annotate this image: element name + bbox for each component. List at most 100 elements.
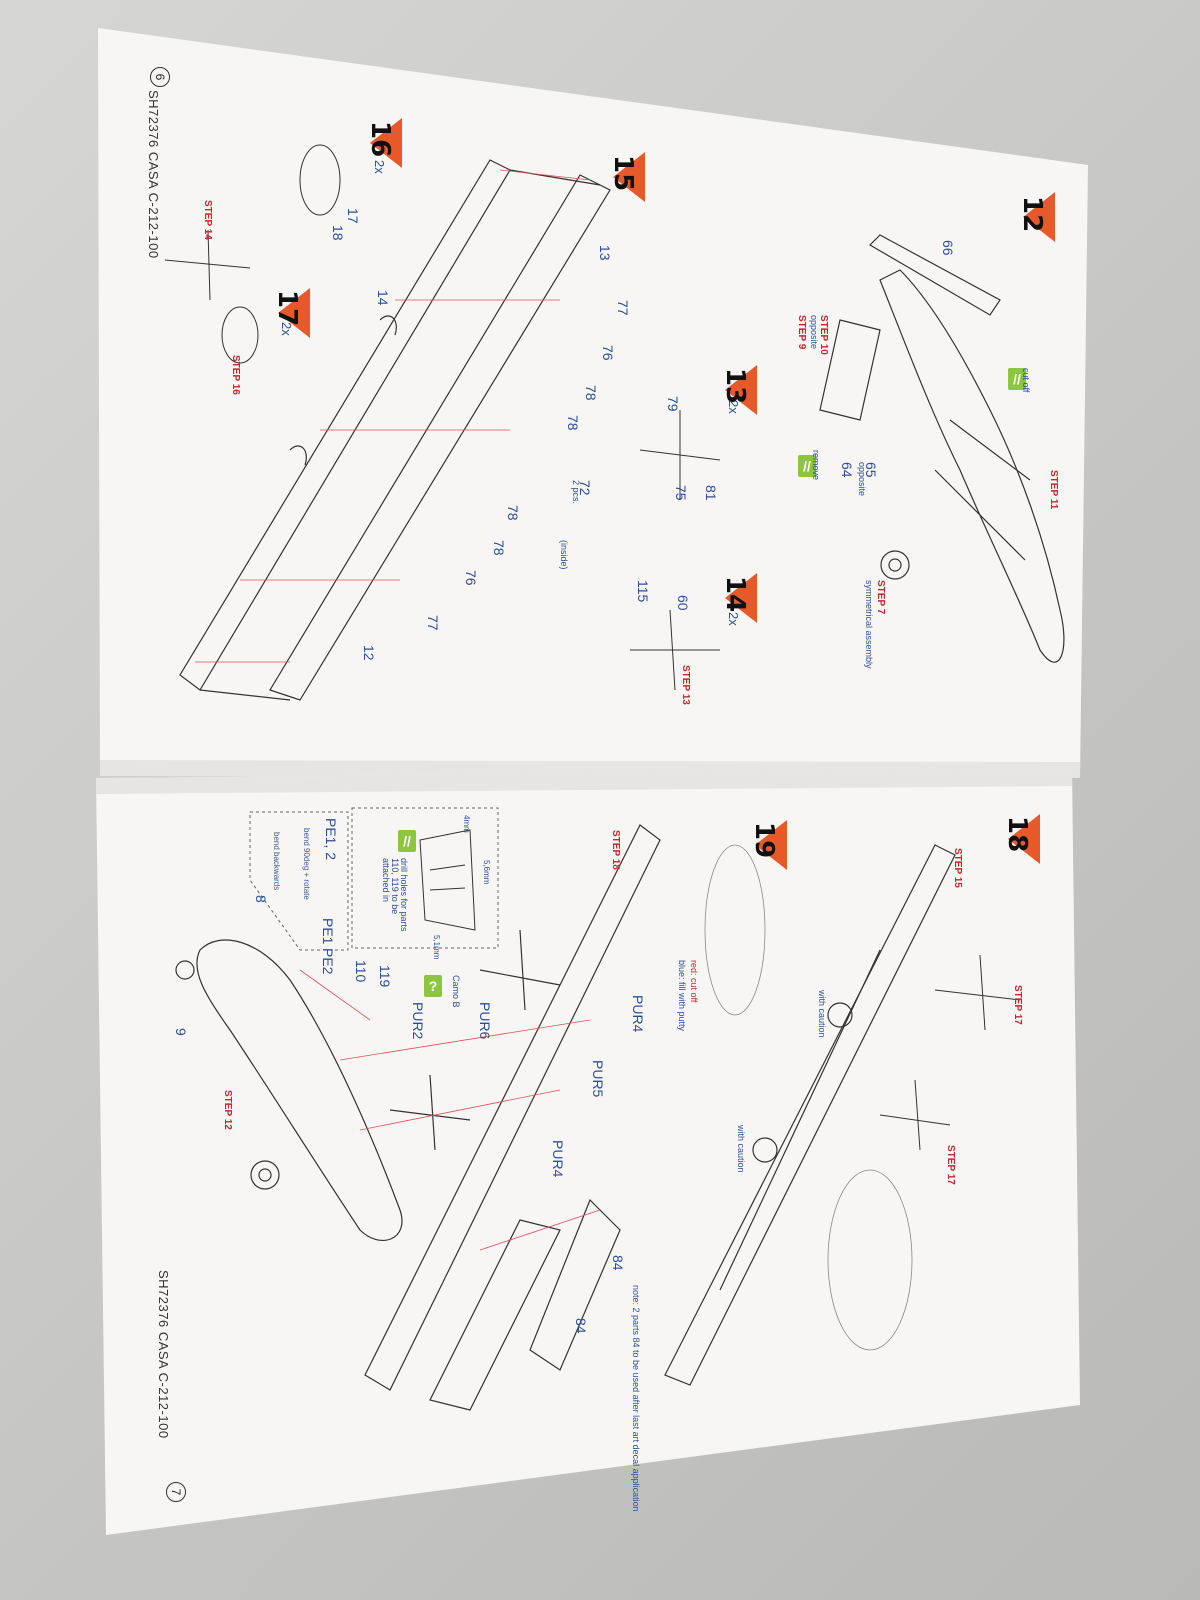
drill-dim-4mm: 4mm bbox=[462, 815, 471, 833]
part-110: 110 bbox=[353, 960, 369, 983]
step-16-flag bbox=[370, 118, 402, 168]
step14-multiplier: 2x bbox=[726, 612, 741, 626]
step-15-flag bbox=[613, 152, 645, 202]
step12-note-symmetrical: symmetrical assembly bbox=[864, 580, 874, 669]
part-12: 12 bbox=[361, 645, 377, 661]
part-60: 60 bbox=[675, 595, 691, 611]
drill-inset-text: drill holes for parts 110, 119 to be att… bbox=[381, 858, 409, 932]
step15-note-inside: (inside) bbox=[559, 540, 569, 570]
part-119: 119 bbox=[377, 965, 393, 988]
step12-note-opposite1: opposite bbox=[809, 315, 819, 350]
left-page-artwork bbox=[98, 28, 1088, 778]
step12-ref-step7: STEP 7 bbox=[875, 580, 886, 615]
step18-note-caution1: with caution bbox=[817, 990, 827, 1038]
step19-note-red: red: cut off bbox=[689, 960, 699, 1003]
part-78-b: 78 bbox=[565, 415, 581, 431]
left-page: 6 SH72376 CASA C-212-100 12 STEP 11 STEP… bbox=[0, 0, 1200, 780]
step19-ref-step12: STEP 12 bbox=[222, 1090, 233, 1130]
part-9: 9 bbox=[173, 1028, 189, 1036]
part-pur6: PUR6 bbox=[477, 1002, 493, 1040]
footer-left: SH72376 CASA C-212-100 bbox=[146, 90, 161, 259]
part-77-top: 77 bbox=[615, 300, 631, 316]
part-8: 8 bbox=[253, 895, 269, 903]
step18-ref-step17a: STEP 17 bbox=[1012, 985, 1023, 1025]
step12-ref-step9: STEP 9 bbox=[796, 315, 807, 350]
step-13-flag bbox=[725, 365, 757, 415]
step19-ref-step18: STEP 18 bbox=[610, 830, 621, 870]
part-78-c: 78 bbox=[505, 505, 521, 521]
propeller-drawings bbox=[164, 144, 721, 691]
part-79: 79 bbox=[665, 396, 681, 412]
step12-note-remove: remove bbox=[811, 450, 821, 481]
step-18-number: 18 bbox=[1002, 816, 1032, 853]
right-page-artwork bbox=[96, 770, 1080, 1535]
step-13-number: 13 bbox=[720, 368, 750, 405]
step18-ref-step17b: STEP 17 bbox=[945, 1145, 956, 1185]
part-pur2: PUR2 bbox=[410, 1002, 426, 1040]
page-number-right: 7 bbox=[166, 1482, 186, 1502]
engine-drawings-step18 bbox=[879, 954, 1021, 1151]
camo-badge: ? bbox=[424, 975, 442, 997]
step17-multiplier: 2x bbox=[279, 322, 294, 336]
part-115: 115 bbox=[635, 580, 651, 603]
step12-ref-step10: STEP 10 bbox=[818, 315, 829, 355]
aircraft-drawing-step19 bbox=[175, 824, 661, 1411]
assembly-guides-right bbox=[299, 969, 601, 1251]
part-pur4-a: PUR4 bbox=[630, 995, 646, 1033]
remove-badge: // bbox=[798, 455, 816, 477]
part-14: 14 bbox=[375, 290, 391, 306]
step-15-number: 15 bbox=[608, 155, 638, 192]
step12-note-opposite2: opposite bbox=[857, 462, 867, 497]
step-14-flag bbox=[725, 573, 757, 623]
pe-inset-note1: bend 90deg + rotate bbox=[302, 828, 311, 900]
step-19-flag bbox=[755, 820, 787, 870]
step18-ref-step15: STEP 15 bbox=[952, 848, 963, 888]
drill-dim-51mm: 5,1mm bbox=[432, 935, 441, 960]
step14-ref-step13: STEP 13 bbox=[680, 665, 691, 705]
step19-note-84: note: 2 parts 84 to be used after last a… bbox=[631, 1285, 641, 1512]
step19-note-camo: Camo B bbox=[451, 975, 461, 1008]
part-pur5: PUR5 bbox=[590, 1060, 606, 1098]
footer-right: SH72376 CASA C-212-100 bbox=[156, 1270, 171, 1439]
drill-dim-56mm: 5,6mm bbox=[482, 860, 491, 885]
part-84-b: 84 bbox=[573, 1318, 589, 1334]
drill-inset-drawing bbox=[419, 829, 476, 931]
part-84-a: 84 bbox=[610, 1255, 626, 1271]
part-75: 75 bbox=[673, 485, 689, 501]
part-18: 18 bbox=[330, 225, 346, 241]
pe-inset-title: PE1, 2 bbox=[323, 818, 339, 861]
step-19-number: 19 bbox=[749, 822, 779, 859]
step-12-flag bbox=[1023, 192, 1055, 242]
step-12-number: 12 bbox=[1017, 196, 1047, 233]
step12-note-cut-off: cut off bbox=[1021, 368, 1031, 393]
drill-inset-box bbox=[351, 807, 499, 949]
right-page: 18 STEP 15 STEP 17 STEP 17 with caution … bbox=[0, 770, 1200, 1600]
wing-drawing-step15 bbox=[179, 159, 611, 701]
step-17-flag bbox=[278, 288, 310, 338]
cut-off-badge: // bbox=[1008, 368, 1026, 390]
part-66: 66 bbox=[940, 240, 956, 256]
part-64: 64 bbox=[839, 462, 855, 478]
pe-inset-note2: bend backwards bbox=[272, 832, 281, 891]
assembly-guides bbox=[195, 169, 591, 663]
part-81: 81 bbox=[703, 485, 719, 501]
page-number-left: 6 bbox=[150, 67, 170, 87]
step17-ref-step16: STEP 16 bbox=[230, 355, 241, 395]
part-17: 17 bbox=[345, 208, 361, 224]
fuselage-drawing-step12 bbox=[819, 234, 1065, 663]
step-18-flag bbox=[1008, 814, 1040, 864]
step16-ref-step14: STEP 14 bbox=[202, 200, 213, 240]
step16-multiplier: 2x bbox=[372, 160, 387, 174]
drill-badge: // bbox=[398, 830, 416, 852]
part-13: 13 bbox=[597, 245, 613, 261]
step18-note-caution2: with caution bbox=[736, 1125, 746, 1173]
wing-drawing-step18 bbox=[664, 844, 956, 1386]
part-77-bottom: 77 bbox=[425, 615, 441, 631]
pe-inset-box bbox=[249, 811, 349, 951]
part-78-a: 78 bbox=[583, 385, 599, 401]
step-14-number: 14 bbox=[720, 576, 750, 613]
part-pur4-b: PUR4 bbox=[550, 1140, 566, 1178]
part-76-top: 76 bbox=[600, 345, 616, 361]
step-17-number: 17 bbox=[272, 290, 302, 327]
